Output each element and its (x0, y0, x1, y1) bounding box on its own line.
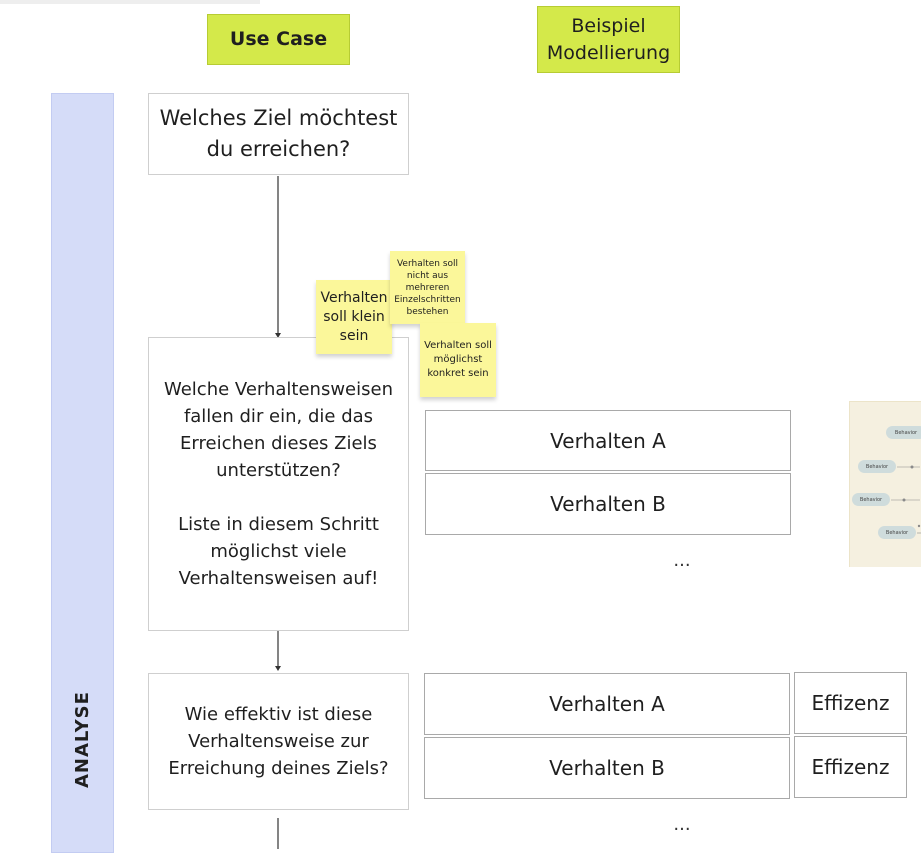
behavior-list-more: ... (673, 550, 691, 571)
sticky-note-small-behavior[interactable]: Verhalten soll klein sein (316, 280, 392, 354)
question-goal-text: Welches Ziel möchtest du erreichen? (159, 106, 398, 161)
question-effectiveness-box: Wie effektiv ist diese Verhaltensweise z… (148, 673, 409, 810)
thumbnail-pill-4: Behavior (878, 526, 916, 539)
efficiency-box-a: Effizenz (794, 672, 907, 734)
example-model-thumbnail[interactable]: Behavior Behavior Behavior Behavior (849, 401, 921, 567)
behavior-box-b: Verhalten B (425, 473, 791, 535)
top-edge-bar (0, 0, 260, 4)
efficiency-box-b: Effizenz (794, 736, 907, 798)
arrowhead-2 (275, 666, 281, 671)
question-behaviors-hint: Liste in diesem Schritt möglichst viele … (178, 514, 379, 589)
effectiveness-list-more: ... (673, 814, 691, 835)
question-goal-box: Welches Ziel möchtest du erreichen? (148, 93, 409, 175)
behavior-box-a: Verhalten A (425, 410, 791, 471)
sticky-note-single-step[interactable]: Verhalten soll nicht aus mehreren Einzel… (390, 251, 465, 324)
thumbnail-pill-2: Behavior (858, 460, 896, 473)
thumbnail-connectors (891, 465, 921, 534)
question-behaviors-text: Welche Verhaltensweisen fallen dir ein, … (163, 379, 393, 481)
effectiveness-behavior-b: Verhalten B (424, 737, 790, 799)
question-behaviors-box: Welche Verhaltensweisen fallen dir ein, … (148, 337, 409, 631)
effectiveness-behavior-a: Verhalten A (424, 673, 790, 735)
sticky-note-concrete[interactable]: Verhalten soll möglichst konkret sein (420, 323, 496, 397)
header-use-case: Use Case (207, 14, 350, 65)
analyse-sidebar (51, 93, 114, 853)
header-beispiel-modellierung: Beispiel Modellierung (537, 6, 680, 73)
thumbnail-pill-3: Behavior (852, 493, 890, 506)
sidebar-label-analyse: ANALYSE (72, 691, 93, 788)
question-effectiveness-text: Wie effektiv ist diese Verhaltensweise z… (168, 704, 389, 779)
thumbnail-pill-1: Behavior (886, 426, 921, 439)
